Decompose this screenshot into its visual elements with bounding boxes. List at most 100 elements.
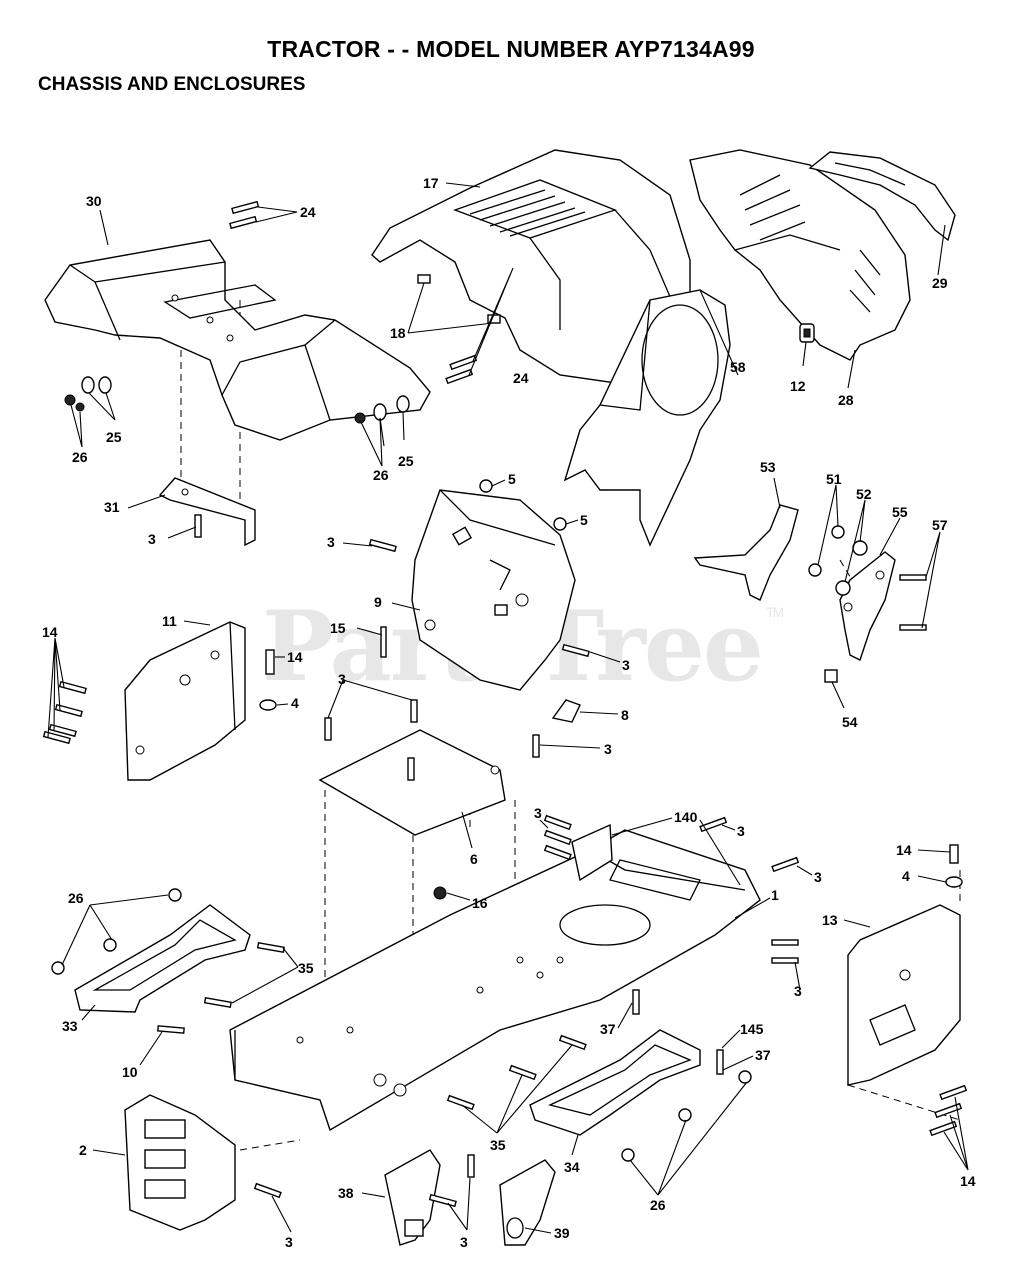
bolt-icon [899, 624, 927, 631]
washer-icon [81, 376, 95, 394]
nut-icon [479, 479, 493, 493]
callout-5[interactable]: 5 [508, 471, 516, 487]
callout-3[interactable]: 3 [285, 1234, 293, 1250]
callout-35[interactable]: 35 [298, 960, 314, 976]
callout-35[interactable]: 35 [490, 1137, 506, 1153]
part-38-bracket[interactable] [384, 1149, 441, 1246]
part-140-bracket[interactable] [571, 823, 613, 882]
bolt-icon [324, 717, 332, 741]
callout-3[interactable]: 3 [148, 531, 156, 547]
part-6-plate[interactable] [318, 729, 506, 836]
callout-26[interactable]: 26 [68, 890, 84, 906]
callout-8[interactable]: 8 [621, 707, 629, 723]
callout-3[interactable]: 3 [604, 741, 612, 757]
callout-3[interactable]: 3 [338, 671, 346, 687]
callout-26[interactable]: 26 [650, 1197, 666, 1213]
bolt-icon [265, 649, 275, 675]
callout-24[interactable]: 24 [513, 370, 529, 386]
callout-25[interactable]: 25 [106, 429, 122, 445]
callout-14[interactable]: 14 [960, 1173, 976, 1189]
washer-icon [98, 376, 112, 394]
callout-14[interactable]: 14 [287, 649, 303, 665]
washer-icon [373, 403, 387, 421]
callout-37[interactable]: 37 [600, 1021, 616, 1037]
callout-14[interactable]: 14 [896, 842, 912, 858]
callout-3[interactable]: 3 [622, 657, 630, 673]
callout-26[interactable]: 26 [72, 449, 88, 465]
callout-4[interactable]: 4 [902, 868, 910, 884]
callout-18[interactable]: 18 [390, 325, 406, 341]
bolt-icon [42, 730, 71, 745]
callout-140[interactable]: 140 [674, 809, 698, 825]
callout-11[interactable]: 11 [162, 613, 177, 629]
part-9-dash-panel[interactable] [411, 489, 576, 691]
bolt-icon [899, 574, 927, 581]
part-13-right-side-panel[interactable] [847, 904, 961, 1086]
callout-34[interactable]: 34 [564, 1159, 580, 1175]
callout-26[interactable]: 26 [373, 467, 389, 483]
callout-57[interactable]: 57 [932, 517, 948, 533]
callout-38[interactable]: 38 [338, 1185, 354, 1201]
callout-58[interactable]: 58 [730, 359, 746, 375]
part-30-rear-fender[interactable] [44, 239, 431, 441]
callout-3[interactable]: 3 [794, 983, 802, 999]
callout-31[interactable]: 31 [104, 499, 120, 515]
callout-29[interactable]: 29 [932, 275, 948, 291]
callout-14[interactable]: 14 [42, 624, 58, 640]
callout-55[interactable]: 55 [892, 504, 908, 520]
callout-25[interactable]: 25 [398, 453, 414, 469]
callout-17[interactable]: 17 [423, 175, 439, 191]
part-2-front-bracket[interactable] [124, 1094, 236, 1231]
nut-icon [738, 1070, 752, 1084]
part-55-bracket[interactable] [839, 551, 896, 661]
bolt-icon [58, 680, 87, 695]
callout-37[interactable]: 37 [755, 1047, 771, 1063]
bolt-icon [543, 829, 572, 846]
callout-2[interactable]: 2 [79, 1142, 87, 1158]
callout-3[interactable]: 3 [737, 823, 745, 839]
callout-39[interactable]: 39 [554, 1225, 570, 1241]
callout-12[interactable]: 12 [790, 378, 806, 394]
callout-4[interactable]: 4 [291, 695, 299, 711]
part-8-clamp[interactable] [551, 699, 581, 723]
callout-28[interactable]: 28 [838, 392, 854, 408]
callout-51[interactable]: 51 [826, 471, 842, 487]
part-11-left-side-panel[interactable] [124, 621, 246, 781]
callout-33[interactable]: 33 [62, 1018, 78, 1034]
part-33-left-footrest[interactable] [74, 904, 251, 1013]
callout-16[interactable]: 16 [472, 895, 488, 911]
part-53-bracket[interactable] [693, 504, 799, 601]
callout-3[interactable]: 3 [534, 805, 542, 821]
part-1-main-frame[interactable] [229, 829, 761, 1132]
bolt-icon [558, 1034, 587, 1051]
callout-3[interactable]: 3 [814, 869, 822, 885]
callout-10[interactable]: 10 [122, 1064, 138, 1080]
bolt-icon [699, 816, 728, 833]
bolt-icon [229, 215, 258, 230]
callout-54[interactable]: 54 [842, 714, 858, 730]
bolt-icon [368, 538, 397, 553]
callout-30[interactable]: 30 [86, 193, 102, 209]
callout-52[interactable]: 52 [856, 486, 872, 502]
nut-icon [75, 402, 85, 412]
part-58-dash-liner[interactable] [563, 289, 731, 547]
callout-24[interactable]: 24 [300, 204, 316, 220]
part-29-headlight-lens[interactable] [808, 151, 956, 242]
part-34-right-footrest[interactable] [529, 1029, 701, 1136]
callout-3[interactable]: 3 [460, 1234, 468, 1250]
callout-3[interactable]: 3 [327, 534, 335, 550]
callout-6[interactable]: 6 [470, 851, 478, 867]
callout-145[interactable]: 145 [740, 1021, 764, 1037]
callout-5[interactable]: 5 [580, 512, 588, 528]
callout-13[interactable]: 13 [822, 912, 838, 928]
part-31-bracket[interactable] [158, 477, 256, 547]
bolt-icon [157, 1025, 185, 1034]
part-39-bracket[interactable] [499, 1159, 556, 1246]
callout-53[interactable]: 53 [760, 459, 776, 475]
watermark-mark: TM [765, 604, 784, 620]
callout-9[interactable]: 9 [374, 594, 382, 610]
bolt-icon [467, 1154, 475, 1178]
part-12-clip[interactable] [799, 323, 815, 343]
callout-15[interactable]: 15 [330, 620, 346, 636]
callout-1[interactable]: 1 [771, 887, 779, 903]
